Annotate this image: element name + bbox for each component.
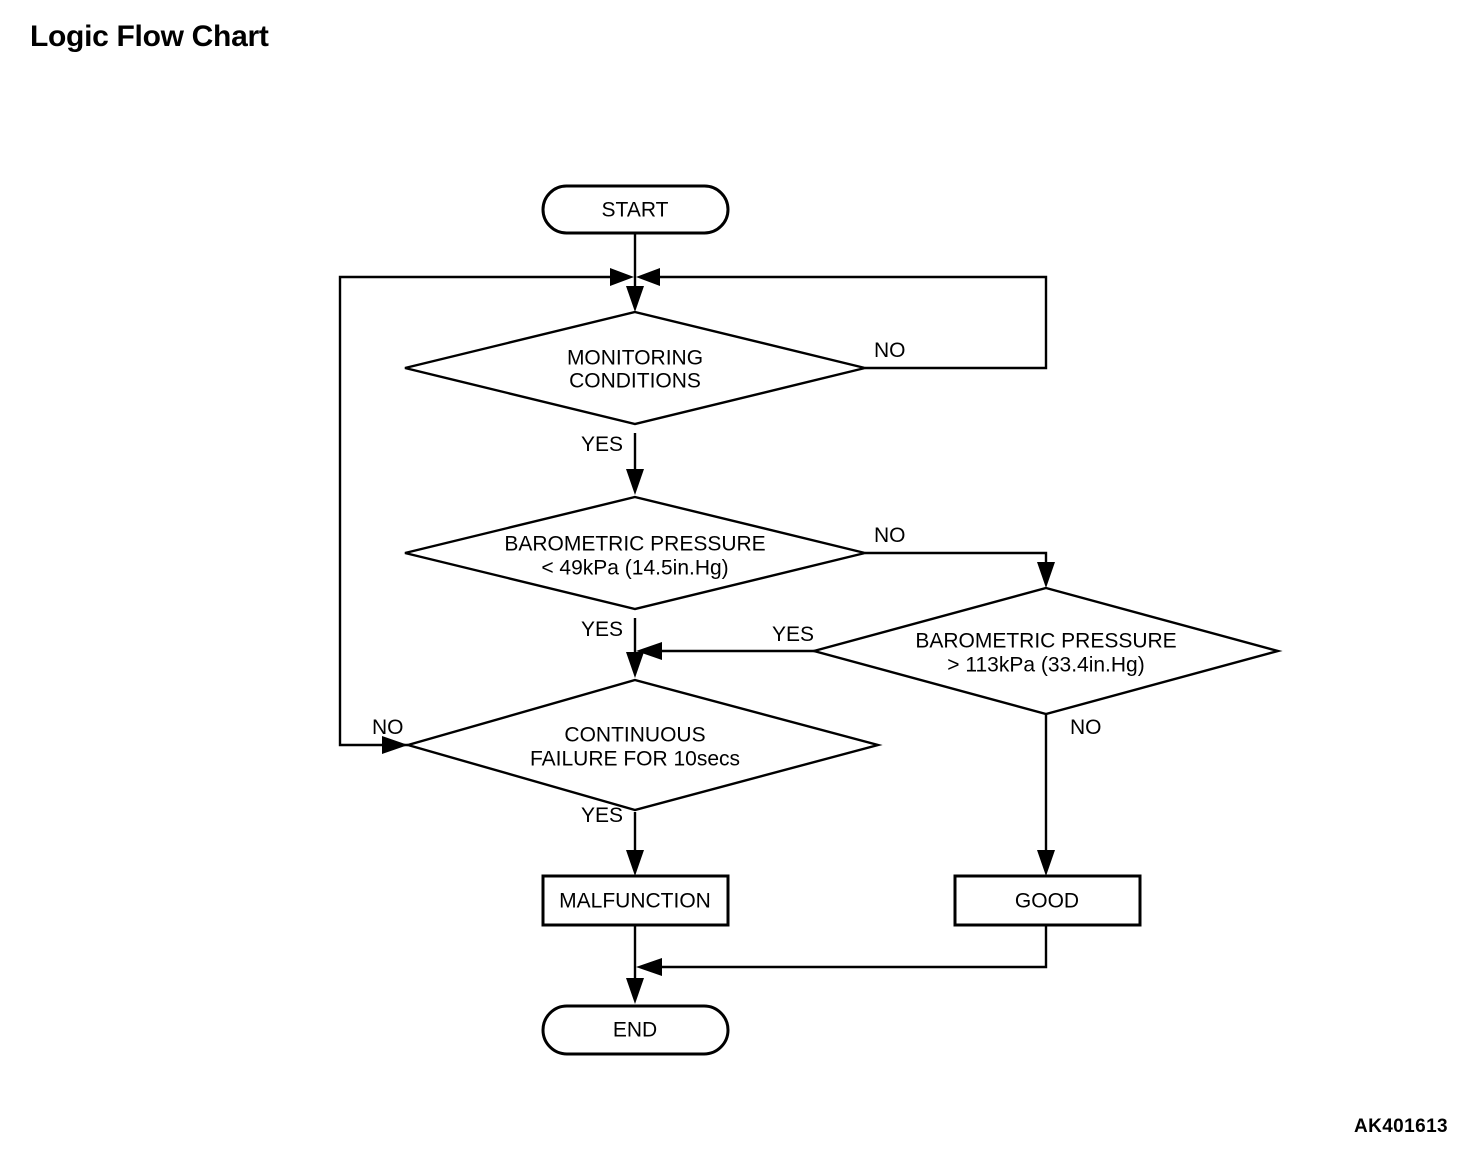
node-baro-low-label-line1: BAROMETRIC PRESSURE	[504, 533, 765, 556]
arrowhead-good-join-spine	[636, 958, 662, 976]
arrowhead-left-into-junction	[610, 268, 634, 286]
edge-label-cont-fail-yes: YES	[581, 804, 623, 827]
edge-monitoring-no-return-rail	[651, 275, 1048, 370]
edge-label-monitoring-no: NO	[874, 339, 906, 362]
arrowhead-baro-high-yes	[636, 642, 662, 660]
edge-label-baro-low-yes: YES	[581, 618, 623, 641]
node-baro-high-label-line2: > 113kPa (33.4in.Hg)	[947, 654, 1144, 677]
node-malfunction[interactable]	[541, 874, 730, 927]
edge-label-cont-fail-no: NO	[372, 716, 404, 739]
node-end[interactable]	[541, 1004, 730, 1056]
edge-good-to-end-rail	[651, 925, 1048, 969]
arrowhead-into-end	[626, 978, 644, 1004]
arrowhead-right-into-junction	[636, 268, 660, 286]
arrowhead-into-good	[1037, 850, 1055, 876]
node-good-label: GOOD	[1015, 890, 1079, 913]
edge-contfail-no-return-rail	[338, 275, 619, 747]
node-cont-fail-label-line2: FAILURE FOR 10secs	[530, 748, 740, 771]
node-end-label: END	[613, 1019, 657, 1042]
node-cont-fail-label-line1: CONTINUOUS	[564, 724, 705, 747]
edge-baro-low-no	[865, 551, 1048, 572]
edge-label-baro-low-no: NO	[874, 524, 906, 547]
edge-label-baro-high-yes: YES	[772, 623, 814, 646]
node-baro-low-label-line2: < 49kPa (14.5in.Hg)	[541, 557, 728, 580]
node-malfunction-label: MALFUNCTION	[559, 890, 711, 913]
arrowhead-into-malfunction	[626, 850, 644, 876]
edge-label-baro-high-no: NO	[1070, 716, 1102, 739]
node-monitoring-conditions[interactable]	[404, 310, 866, 426]
node-start-label: START	[602, 199, 669, 222]
arrowhead-into-cont-fail	[626, 652, 644, 678]
node-barometric-pressure-low[interactable]	[404, 495, 866, 611]
arrowhead-into-baro-low	[626, 469, 644, 495]
page-title: Logic Flow Chart	[30, 20, 269, 53]
node-monitoring-label-line2: CONDITIONS	[569, 370, 701, 393]
arrowhead-into-baro-high	[1037, 562, 1055, 588]
node-start[interactable]	[541, 184, 730, 235]
node-monitoring-label-line1: MONITORING	[567, 347, 703, 370]
node-baro-high-label-line1: BAROMETRIC PRESSURE	[915, 630, 1176, 653]
node-continuous-failure[interactable]	[403, 678, 883, 812]
arrowhead-cont-fail-no	[382, 736, 408, 754]
node-barometric-pressure-high[interactable]	[809, 586, 1283, 716]
figure-reference-code: AK401613	[1353, 1116, 1448, 1137]
node-good[interactable]	[953, 874, 1142, 927]
arrowhead-into-monitoring	[626, 286, 644, 312]
edge-label-monitoring-yes: YES	[581, 433, 623, 456]
